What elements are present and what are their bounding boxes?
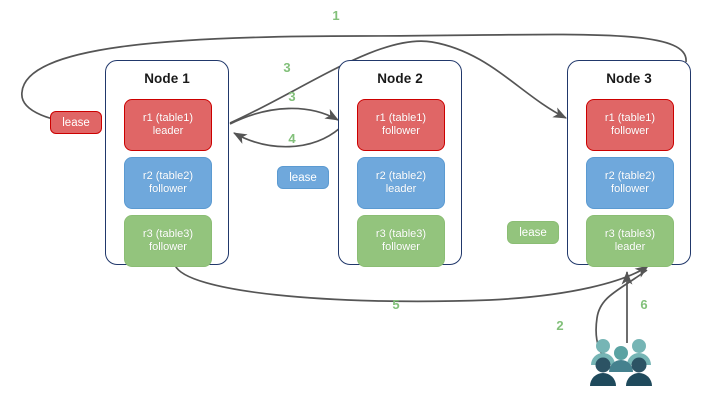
step-label-5: 5 <box>392 297 400 312</box>
lease-chip-red[interactable]: lease <box>50 111 102 134</box>
replica-role: follower <box>611 183 649 195</box>
replica-role: leader <box>385 183 417 195</box>
replica-role: follower <box>149 241 187 253</box>
lease-label: lease <box>289 171 317 184</box>
step-label-3-lower: 3 <box>288 89 296 104</box>
replica-r3[interactable]: r3 (table3) follower <box>357 215 445 267</box>
replica-r1[interactable]: r1 (table1) leader <box>124 99 212 151</box>
replica-r2[interactable]: r2 (table2) follower <box>586 157 674 209</box>
step-label-2: 1 <box>332 8 340 23</box>
replica-r1[interactable]: r1 (table1) follower <box>357 99 445 151</box>
lease-chip-green[interactable]: lease <box>507 221 559 244</box>
replica-name: r2 (table2) <box>142 169 194 182</box>
replica-name: r2 (table2) <box>375 169 427 182</box>
replica-role: leader <box>614 241 646 253</box>
node-title: Node 1 <box>144 71 190 86</box>
replica-r2[interactable]: r2 (table2) leader <box>357 157 445 209</box>
step-label-1: 6 <box>640 297 648 312</box>
edge-step-5 <box>174 264 649 303</box>
step-label-3-upper: 3 <box>283 60 291 75</box>
node-title: Node 2 <box>377 71 423 86</box>
replica-role: follower <box>382 241 420 253</box>
replica-name: r3 (table3) <box>142 227 194 240</box>
replica-role: leader <box>152 125 184 137</box>
lease-label: lease <box>62 116 90 129</box>
edge-step-3-node2 <box>229 107 339 125</box>
node-title: Node 3 <box>606 71 652 86</box>
replica-role: follower <box>611 125 649 137</box>
replica-name: r3 (table3) <box>604 227 656 240</box>
node-container-3[interactable]: Node 3 r1 (table1) follower r2 (table2) … <box>567 60 691 267</box>
edge-step-3-node3 <box>229 40 567 124</box>
lease-chip-blue[interactable]: lease <box>277 166 329 189</box>
edge-step-4 <box>233 127 341 148</box>
people-group-icon <box>590 339 652 386</box>
node-container-2[interactable]: Node 2 r1 (table1) follower r2 (table2) … <box>338 60 462 267</box>
replica-r1[interactable]: r1 (table1) follower <box>586 99 674 151</box>
edge-step-2 <box>21 33 687 128</box>
replica-name: r1 (table1) <box>604 111 656 124</box>
replica-name: r3 (table3) <box>375 227 427 240</box>
replica-role: follower <box>382 125 420 137</box>
replica-name: r2 (table2) <box>604 169 656 182</box>
step-label-6: 2 <box>556 318 564 333</box>
replica-name: r1 (table1) <box>375 111 427 124</box>
lease-label: lease <box>519 226 547 239</box>
replica-r3[interactable]: r3 (table3) leader <box>586 215 674 267</box>
step-label-4: 4 <box>288 131 296 146</box>
node-container-1[interactable]: Node 1 r1 (table1) leader r2 (table2) fo… <box>105 60 229 267</box>
replica-r2[interactable]: r2 (table2) follower <box>124 157 212 209</box>
replica-role: follower <box>149 183 187 195</box>
replica-r3[interactable]: r3 (table3) follower <box>124 215 212 267</box>
replica-name: r1 (table1) <box>142 111 194 124</box>
